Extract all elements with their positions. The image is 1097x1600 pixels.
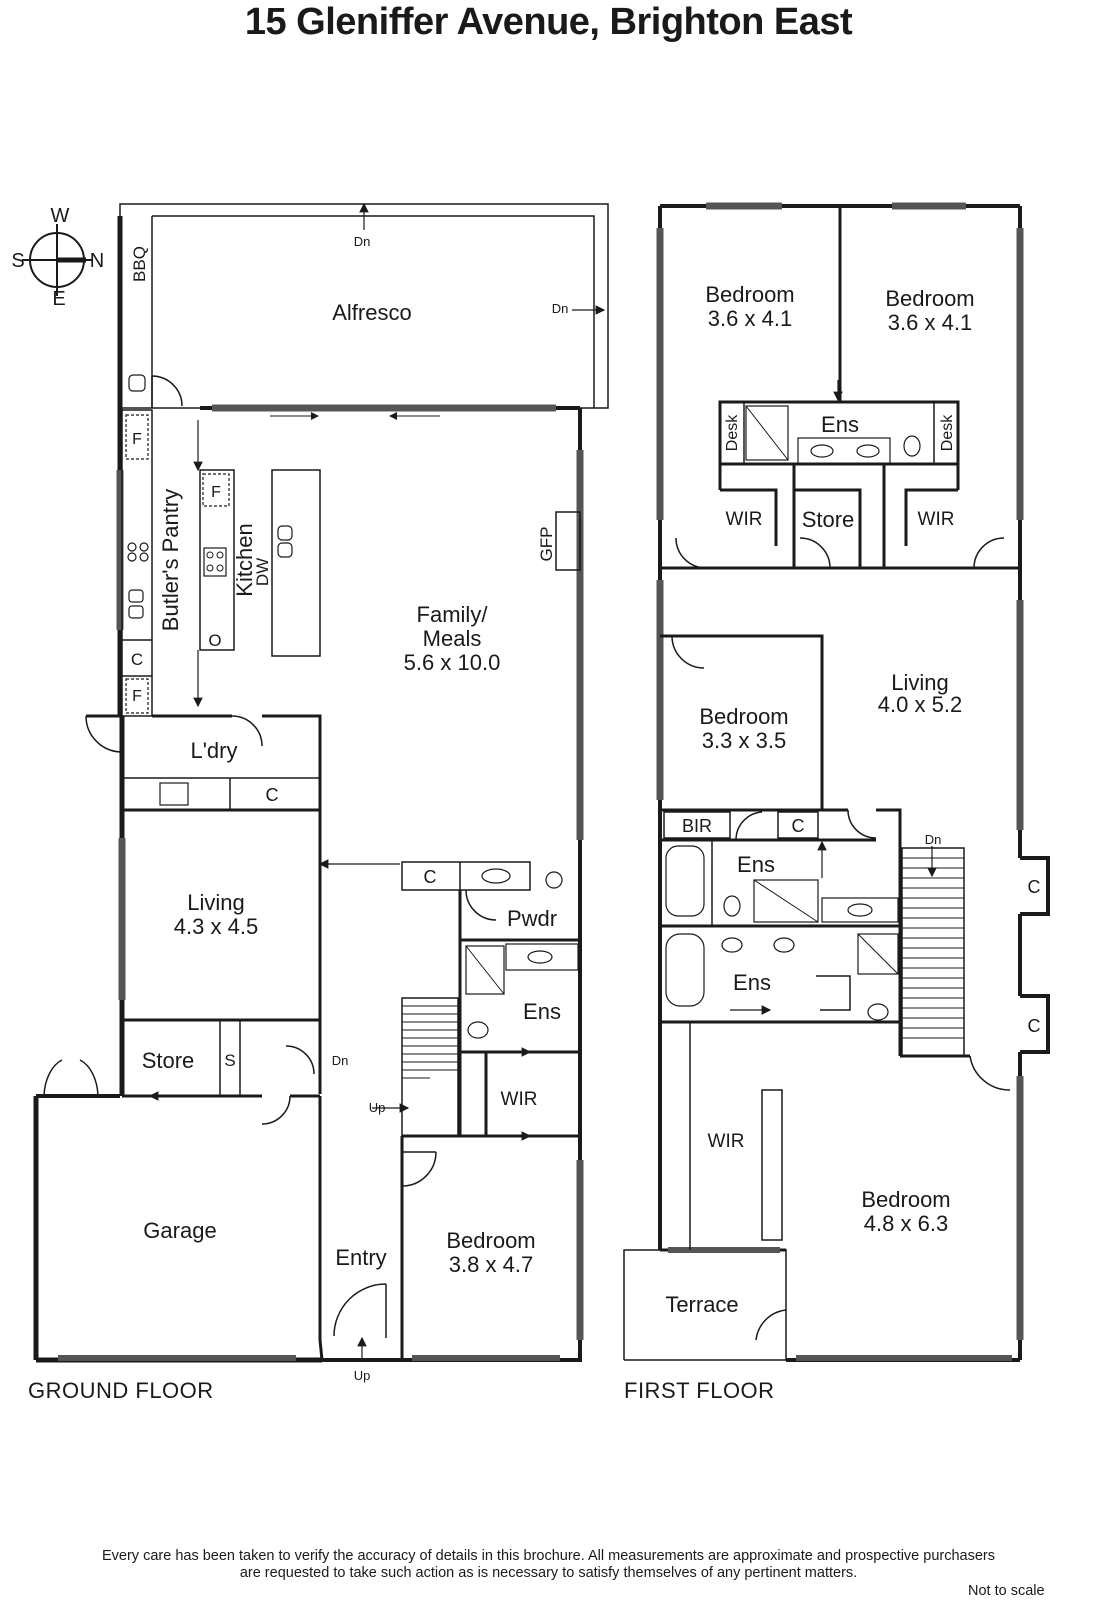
ff-room-bed1-name: Bedroom: [705, 282, 794, 307]
mark-c-3: C: [424, 867, 437, 887]
room-entry: Entry: [335, 1245, 386, 1270]
ff-room-bed2-dims: 3.6 x 4.1: [888, 310, 972, 335]
mark-dn-1: Dn: [354, 234, 371, 249]
room-alfresco: Alfresco: [332, 300, 411, 325]
mark-o: O: [208, 631, 221, 650]
mark-c-1: C: [131, 650, 143, 669]
ff-room-ens-top: Ens: [821, 412, 859, 437]
room-bedroom-name: Bedroom: [446, 1228, 535, 1253]
mark-up-1: Up: [369, 1100, 386, 1115]
compass: W S N E: [11, 205, 104, 310]
room-family-name: Family/: [417, 602, 489, 627]
ff-mark-c-1: C: [792, 816, 805, 836]
ff-desk-2: Desk: [939, 414, 956, 451]
ff-room-bir: BIR: [682, 816, 712, 836]
mark-dn-3: Dn: [332, 1053, 349, 1068]
room-kitchen: Kitchen: [232, 523, 257, 596]
compass-w: W: [51, 205, 70, 227]
room-butlers-pantry: Butler's Pantry: [158, 489, 183, 631]
room-garage: Garage: [143, 1218, 216, 1243]
page-title: 15 Gleniffer Avenue, Brighton East: [244, 1, 853, 43]
ff-mark-dn: Dn: [925, 832, 942, 847]
ff-room-ens-2: Ens: [733, 970, 771, 995]
room-laundry: L'dry: [191, 738, 238, 763]
ff-desk-1: Desk: [724, 414, 741, 451]
compass-s: S: [11, 250, 24, 272]
mark-up-2: Up: [354, 1368, 371, 1383]
ff-room-ens-1: Ens: [737, 852, 775, 877]
ground-floor-plan: [33, 202, 609, 1363]
room-family-name2: Meals: [423, 626, 482, 651]
room-pwdr: Pwdr: [507, 906, 557, 931]
ff-room-bed3-dims: 3.3 x 3.5: [702, 728, 786, 753]
room-bedroom-dims: 3.8 x 4.7: [449, 1252, 533, 1277]
ff-room-terrace: Terrace: [665, 1292, 738, 1317]
ff-room-living-dims: 4.0 x 5.2: [878, 692, 962, 717]
ff-room-bed4-dims: 4.8 x 6.3: [864, 1211, 948, 1236]
ff-mark-c-3: C: [1028, 1016, 1041, 1036]
ff-mark-c-2: C: [1028, 877, 1041, 897]
disclaimer-line-1: Every care has been taken to verify the …: [101, 1548, 995, 1564]
ff-room-wir-2: WIR: [918, 509, 955, 530]
label-gfp: GFP: [537, 527, 556, 562]
mark-c-2: C: [266, 785, 279, 805]
room-s: S: [224, 1051, 235, 1070]
not-to-scale-note: Not to scale: [968, 1583, 1045, 1599]
ground-floor-label: GROUND FLOOR: [28, 1378, 214, 1403]
ff-room-wir-1: WIR: [726, 509, 763, 530]
mark-f-1: F: [132, 431, 142, 448]
mark-f-3: F: [211, 484, 221, 501]
ff-room-bed4-name: Bedroom: [861, 1187, 950, 1212]
ff-room-store: Store: [802, 507, 855, 532]
room-store: Store: [142, 1048, 195, 1073]
first-floor-plan: [623, 202, 1050, 1362]
ff-room-bed1-dims: 3.6 x 4.1: [708, 306, 792, 331]
ff-room-bed3-name: Bedroom: [699, 704, 788, 729]
mark-f-2: F: [132, 688, 142, 705]
first-floor-labels: Bedroom 3.6 x 4.1 Bedroom 3.6 x 4.1 Ens …: [665, 282, 1040, 1317]
room-wir: WIR: [501, 1089, 538, 1110]
first-floor-label: FIRST FLOOR: [624, 1378, 775, 1403]
label-dw: DW: [253, 558, 272, 586]
disclaimer-line-2: are requested to take such action as is …: [239, 1565, 858, 1581]
ground-floor-labels: Alfresco BBQ Butler's Pantry Kitchen DW …: [130, 234, 568, 1383]
room-ens: Ens: [523, 999, 561, 1024]
room-family-dims: 5.6 x 10.0: [404, 650, 501, 675]
ff-room-bed2-name: Bedroom: [885, 286, 974, 311]
ff-room-wir-3: WIR: [708, 1131, 745, 1152]
room-living-name: Living: [187, 890, 244, 915]
room-living-dims: 4.3 x 4.5: [174, 914, 258, 939]
ff-room-living-name: Living: [891, 670, 948, 695]
mark-dn-2: Dn: [552, 301, 569, 316]
compass-e: E: [52, 288, 65, 310]
room-bbq: BBQ: [130, 246, 149, 282]
compass-n: N: [90, 250, 104, 272]
